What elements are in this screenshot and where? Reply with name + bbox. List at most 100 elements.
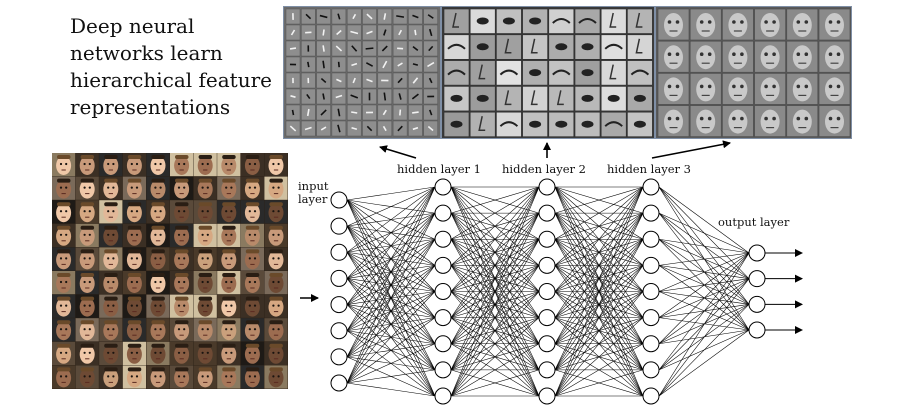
hidden-2-neuron: [538, 335, 556, 353]
face-thumbnail: [240, 153, 264, 177]
face-thumbnail: [193, 223, 217, 247]
connection-line: [346, 186, 436, 357]
hidden-3-neuron: [642, 361, 660, 379]
face-thumbnail: [52, 271, 76, 295]
face-thumbnail: [193, 200, 217, 224]
connection-line: [554, 186, 644, 344]
face-thumbnail: [264, 318, 288, 342]
connection-line: [450, 265, 540, 397]
face-thumbnail: [122, 294, 146, 318]
face-thumbnail: [122, 223, 146, 247]
connection-line: [658, 212, 750, 254]
output-neuron: [748, 244, 766, 262]
hidden-layer-1-label: hidden layer 1: [397, 162, 481, 176]
face-thumbnail: [193, 341, 217, 365]
connection-line: [554, 291, 644, 397]
input-neuron: [330, 217, 348, 235]
connection-line: [450, 186, 540, 266]
face-thumbnail: [170, 223, 194, 247]
hidden-1-neuron: [434, 204, 452, 222]
hidden-3-neuron: [642, 387, 660, 405]
face-thumbnail: [122, 341, 146, 365]
face-thumbnail: [240, 341, 264, 365]
face-thumbnail: [99, 318, 123, 342]
face-thumbnail: [75, 365, 99, 389]
connection-line: [554, 369, 644, 397]
face-thumbnail: [52, 176, 76, 200]
connection-line: [450, 369, 540, 397]
face-thumbnail: [146, 294, 170, 318]
face-thumbnail: [146, 271, 170, 295]
connection-line: [554, 343, 644, 397]
face-thumbnail: [75, 176, 99, 200]
face-thumbnail: [99, 200, 123, 224]
face-thumbnail: [264, 200, 288, 224]
connection-line: [450, 291, 540, 397]
face-thumbnail: [264, 271, 288, 295]
connection-line: [658, 252, 750, 371]
face-thumbnail: [217, 247, 241, 271]
connection-line: [346, 317, 436, 384]
connection-line: [658, 278, 750, 397]
connection-line: [658, 252, 750, 292]
face-thumbnail: [264, 247, 288, 271]
hidden-1-neuron: [434, 230, 452, 248]
face-thumbnail: [122, 271, 146, 295]
learned-features-strip: [283, 6, 852, 139]
face-thumbnail: [170, 318, 194, 342]
face-thumbnail: [122, 200, 146, 224]
face-thumbnail: [52, 341, 76, 365]
connection-line: [554, 186, 644, 318]
connection-line: [450, 186, 540, 370]
hidden-3-to-features-arrow: [651, 140, 731, 159]
face-thumbnail: [146, 223, 170, 247]
face-thumbnail: [217, 200, 241, 224]
connection-line: [554, 317, 644, 397]
hidden-2-neuron: [538, 283, 556, 300]
hidden-2-neuron: [538, 361, 556, 379]
connection-line: [346, 291, 436, 384]
face-thumbnail: [217, 271, 241, 295]
face-thumbnail: [240, 247, 264, 271]
face-thumbnail: [75, 153, 99, 177]
face-thumbnail: [75, 341, 99, 365]
hidden-1-neuron: [434, 361, 452, 379]
face-thumbnail: [240, 318, 264, 342]
face-thumbnail: [264, 294, 288, 318]
connection-line: [658, 252, 750, 318]
hidden-3-neuron: [642, 204, 660, 222]
face-thumbnail: [52, 318, 76, 342]
face-thumbnail: [52, 200, 76, 224]
input-faces-image: [52, 153, 288, 389]
hidden-3-neuron: [642, 309, 660, 327]
connection-line: [554, 186, 644, 266]
hidden-1-neuron: [434, 283, 452, 300]
output-layer-label: output layer: [718, 215, 790, 229]
connection-line: [346, 343, 436, 384]
face-thumbnail: [170, 153, 194, 177]
hidden-2-neuron: [538, 230, 556, 248]
connection-line: [346, 186, 436, 253]
face-thumbnail: [170, 271, 194, 295]
hidden-2-neuron: [538, 309, 556, 327]
face-thumbnail: [264, 153, 288, 177]
face-thumbnail: [99, 223, 123, 247]
face-thumbnail: [146, 341, 170, 365]
face-thumbnail: [122, 247, 146, 271]
connection-line: [554, 186, 644, 214]
connection-line: [346, 186, 436, 384]
face-thumbnail: [240, 365, 264, 389]
network-connections: [346, 186, 750, 397]
edge-features-panel: [284, 7, 440, 138]
face-thumbnail: [170, 294, 194, 318]
hidden-layer-3-label: hidden layer 3: [607, 162, 691, 176]
output-neuron: [748, 295, 766, 313]
connection-line: [346, 382, 436, 397]
face-thumbnail: [217, 365, 241, 389]
hidden-1-to-features-arrow: [379, 145, 417, 159]
hidden-1-neuron: [434, 335, 452, 353]
hidden-1-neuron: [434, 309, 452, 327]
face-thumbnail: [75, 294, 99, 318]
connection-line: [554, 186, 644, 240]
face-thumbnail: [122, 153, 146, 177]
